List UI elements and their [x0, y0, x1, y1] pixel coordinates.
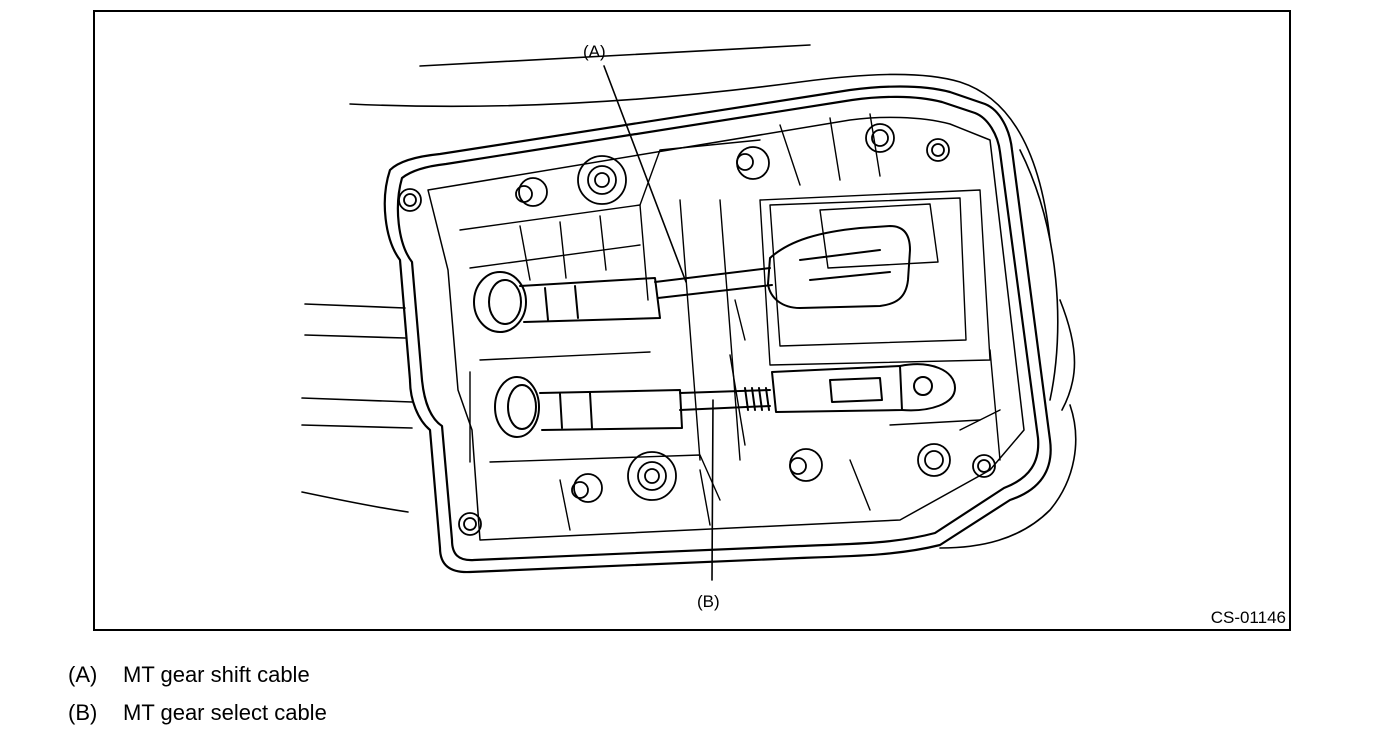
figure-code: CS-01146 — [1210, 608, 1286, 627]
bolt — [865, 123, 895, 153]
bolt — [917, 443, 951, 477]
legend-item: (B) MT gear select cable — [68, 700, 327, 738]
legend: (A) MT gear shift cable (B) MT gear select… — [68, 662, 327, 738]
callout-b-label: (B) — [697, 592, 720, 611]
legend-text: MT gear select cable — [123, 700, 327, 725]
vehicle-body-contours — [301, 44, 1077, 549]
legend-key: (A) — [68, 662, 98, 687]
bolt — [398, 188, 422, 212]
housing-plate — [383, 85, 1052, 574]
bolt — [926, 138, 950, 162]
stud-nut — [571, 473, 603, 503]
legend-text: MT gear shift cable — [123, 662, 310, 687]
stud-nut — [577, 155, 627, 205]
legend-key: (B) — [68, 700, 98, 725]
shift-cable — [473, 225, 911, 333]
bolts — [398, 123, 996, 536]
bolt — [458, 512, 482, 536]
stud-nut — [789, 448, 823, 482]
leader-lines — [603, 65, 714, 581]
stud-nut — [515, 177, 548, 207]
bolt — [972, 454, 996, 478]
housing-ribs — [459, 113, 1001, 531]
callout-a-label: (A) — [583, 42, 606, 61]
figure-frame — [93, 10, 1291, 631]
select-cable — [494, 363, 956, 438]
stud-nut — [627, 451, 677, 501]
legend-item: (A) MT gear shift cable — [68, 662, 327, 700]
stud-nut — [736, 146, 770, 180]
